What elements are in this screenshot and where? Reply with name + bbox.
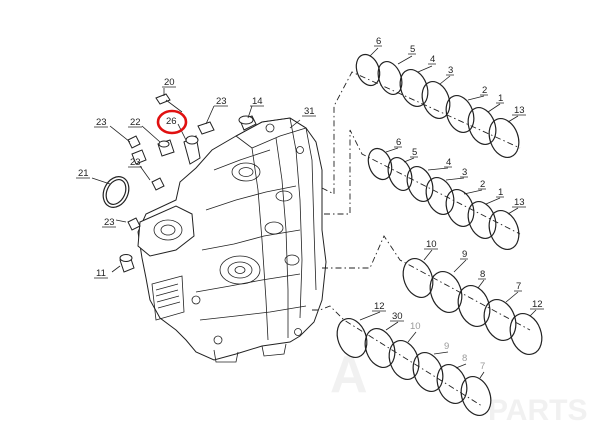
transmission-housing	[137, 115, 327, 363]
callout-5: 5	[410, 44, 415, 55]
callout-22: 22	[130, 117, 141, 128]
callout-8: 8	[462, 353, 467, 364]
callout-14: 14	[252, 96, 263, 107]
callout-10: 10	[426, 239, 437, 250]
callout-9: 9	[462, 249, 467, 260]
callout-6: 6	[376, 36, 381, 47]
clutch-ring-row-2	[367, 147, 520, 250]
callout-26: 26	[166, 116, 177, 127]
callout-6: 6	[396, 137, 401, 148]
callout-23: 23	[216, 96, 227, 107]
highlight-circle	[156, 109, 188, 135]
callout-8: 8	[480, 269, 485, 280]
loose-parts	[102, 93, 183, 273]
callout-4: 4	[446, 157, 451, 168]
callout-3: 3	[462, 167, 467, 178]
callout-21: 21	[78, 168, 89, 179]
clutch-ring-row-4	[336, 318, 492, 416]
callout-10: 10	[410, 321, 421, 332]
clutch-ring-row-1	[355, 53, 520, 158]
callout-2: 2	[480, 179, 485, 190]
callout-1: 1	[498, 93, 503, 104]
axis-lines	[312, 71, 531, 407]
clutch-ring-row-3	[402, 258, 543, 355]
callout-underlines	[76, 45, 544, 322]
watermark: A PARTS	[330, 346, 587, 427]
callout-12: 12	[374, 301, 385, 312]
callout-23: 23	[130, 157, 141, 168]
callout-23: 23	[96, 117, 107, 128]
callout-13: 13	[514, 105, 525, 116]
callout-3: 3	[448, 65, 453, 76]
callout-13: 13	[514, 197, 525, 208]
callout-5: 5	[412, 147, 417, 158]
callout-23: 23	[104, 217, 115, 228]
callout-12: 12	[532, 299, 543, 310]
callout-4: 4	[430, 54, 435, 65]
callout-9: 9	[444, 341, 449, 352]
callout-31: 31	[304, 106, 315, 117]
watermark-text: PARTS	[488, 394, 587, 427]
callout-30: 30	[392, 311, 403, 322]
callout-1: 1	[498, 187, 503, 198]
callout-7: 7	[516, 281, 521, 292]
leader-lines	[91, 88, 301, 273]
callout-20: 20	[164, 77, 175, 88]
ring-leader-lines	[359, 47, 537, 379]
callout-labels: 20 23 14 31 23 22 26 21 23 23 11 6 5 4 3…	[78, 36, 543, 372]
callout-7: 7	[480, 361, 485, 372]
callout-11: 11	[96, 268, 106, 279]
callout-2: 2	[482, 85, 487, 96]
